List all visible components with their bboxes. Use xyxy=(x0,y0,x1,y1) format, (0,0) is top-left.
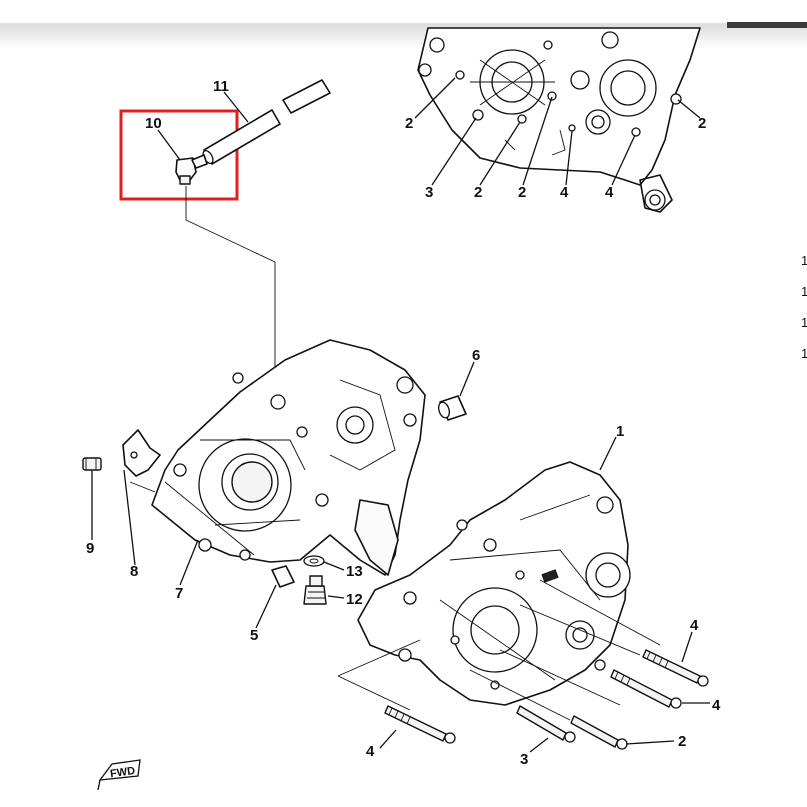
edge-number-4: 1 xyxy=(801,346,807,361)
bolt-part-3-lower xyxy=(516,705,576,743)
callout-top-3: 3 xyxy=(425,184,433,201)
callout-4-middle: 4 xyxy=(712,697,721,714)
washer-part-13 xyxy=(303,555,325,567)
callout-1: 1 xyxy=(616,423,624,440)
callout-6: 6 xyxy=(472,347,480,364)
callout-11: 11 xyxy=(213,78,229,95)
crankcase-top-view xyxy=(414,27,701,213)
plug-part-12 xyxy=(303,585,327,605)
callout-8: 8 xyxy=(130,563,138,580)
callout-5: 5 xyxy=(250,627,258,644)
callout-top-2b: 2 xyxy=(698,115,706,132)
callout-2-lower: 2 xyxy=(678,733,686,750)
callout-10: 10 xyxy=(145,115,162,132)
callout-3-lower: 3 xyxy=(520,751,528,768)
top-right-tab-edge xyxy=(727,22,807,28)
bolt-part-4-upper xyxy=(642,649,709,687)
callout-4-lower: 4 xyxy=(366,743,375,760)
fitting-part-10 xyxy=(157,129,276,410)
right-crankcase-half xyxy=(337,436,710,753)
callout-top-2d: 2 xyxy=(518,184,526,201)
edge-number-1: 1 xyxy=(801,253,807,268)
pipe-part-11 xyxy=(202,79,331,165)
callout-top-4b: 4 xyxy=(605,184,614,201)
bolt-part-2-lower xyxy=(570,715,628,750)
callout-9: 9 xyxy=(86,540,94,557)
callout-7: 7 xyxy=(175,585,183,602)
callout-top-4a: 4 xyxy=(560,184,569,201)
plate-part-8 xyxy=(122,429,161,477)
edge-number-3: 1 xyxy=(801,315,807,330)
edge-number-2: 1 xyxy=(801,284,807,299)
callout-13: 13 xyxy=(346,563,363,580)
fwd-label: FWD xyxy=(109,765,136,780)
fwd-arrow-icon xyxy=(97,759,141,791)
callout-12: 12 xyxy=(346,591,363,608)
left-crankcase-half xyxy=(82,339,475,629)
highlight-box-part-10[interactable] xyxy=(119,109,239,201)
bolt-part-4-middle xyxy=(610,669,682,709)
callout-top-2a: 2 xyxy=(405,115,413,132)
callout-top-2c: 2 xyxy=(474,184,482,201)
bolt-part-4-lower xyxy=(384,705,456,744)
dowel-part-5 xyxy=(271,565,295,588)
callout-4-upper: 4 xyxy=(690,617,699,634)
